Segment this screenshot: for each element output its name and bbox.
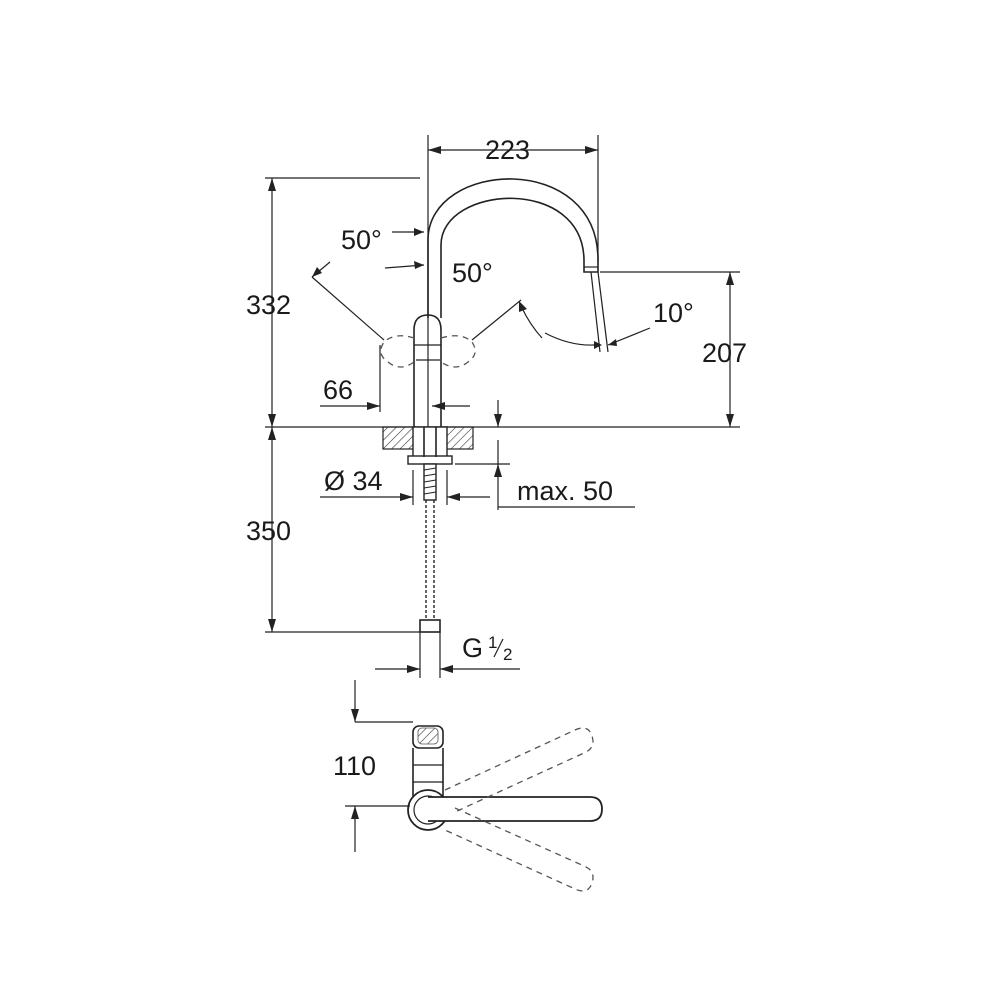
dim-thread-num: 1 (488, 633, 497, 652)
spout-body-top (412, 748, 444, 798)
lever-handle-top (428, 796, 603, 822)
thread-fraction-slash (493, 638, 504, 658)
lever-ghost-upper (444, 727, 594, 813)
angle-50-right-line (471, 299, 522, 341)
angle-10-line-b (597, 271, 609, 353)
dim-223: 223 (485, 135, 530, 165)
angle-10-arc (544, 332, 595, 346)
dim-angle-10: 10° (653, 298, 694, 328)
dim-diameter-34: Ø 34 (324, 466, 383, 496)
lever-ghost-right (440, 335, 476, 368)
dim-66: 66 (323, 375, 353, 405)
dim-350: 350 (246, 516, 291, 546)
lever-ghost-lower (444, 807, 594, 892)
spout-outer (427, 178, 599, 318)
lever-ghost-left (380, 335, 415, 368)
dim-332: 332 (246, 290, 291, 320)
dim-angle-50-left: 50° (341, 225, 382, 255)
angle-50-left-line (311, 276, 385, 341)
dim-thread-g: G (462, 633, 483, 663)
dim-max-50: max. 50 (517, 476, 613, 506)
side-view (265, 135, 740, 678)
dim-angle-50-right: 50° (452, 258, 493, 288)
hose-fitting (419, 619, 441, 633)
mounting-nut (412, 426, 448, 458)
mounting-washer (407, 455, 453, 465)
angle-50-right-arc (520, 305, 543, 339)
rod-threads (423, 467, 437, 495)
dim-207: 207 (702, 338, 747, 368)
dim-110: 110 (333, 751, 376, 781)
angle-10-line-a (590, 271, 601, 353)
top-view (345, 680, 603, 892)
dim-thread-den: 2 (503, 645, 512, 664)
spout-inner (440, 197, 585, 318)
